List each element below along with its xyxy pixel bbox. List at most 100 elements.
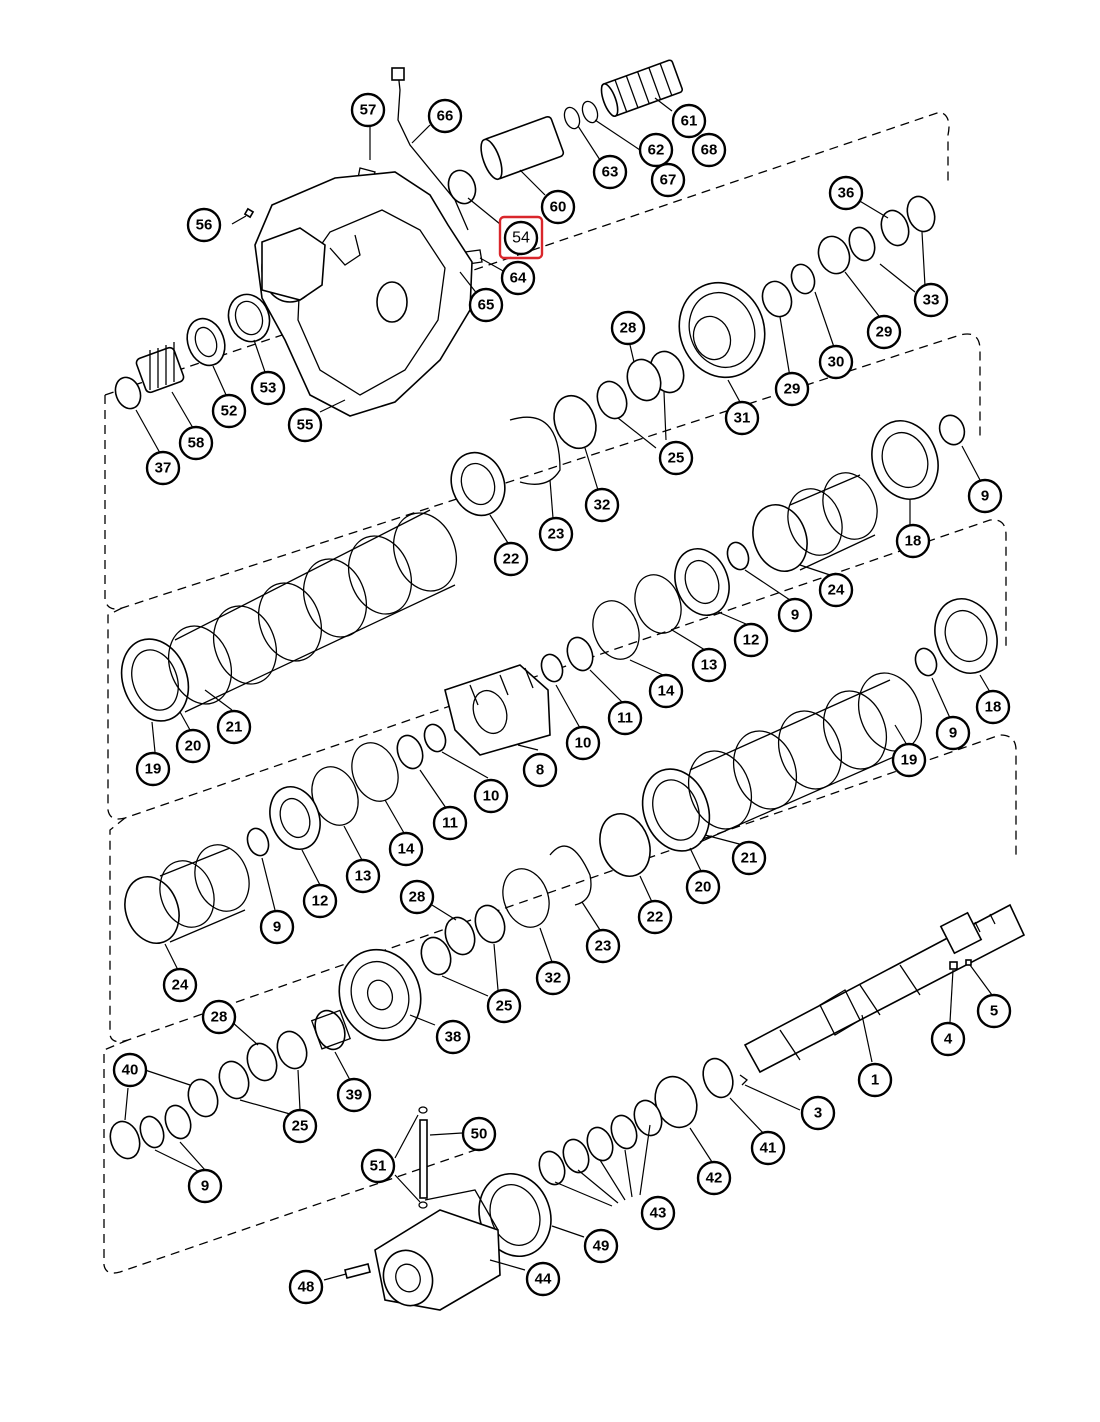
callout-64: 64 <box>500 260 536 296</box>
svg-text:1: 1 <box>871 1072 879 1089</box>
svg-text:32: 32 <box>545 970 562 987</box>
housing-55 <box>254 171 473 417</box>
bearing-52 <box>186 317 226 367</box>
svg-text:48: 48 <box>298 1279 315 1296</box>
callout-52: 52 <box>211 393 247 429</box>
svg-text:66: 66 <box>437 108 454 125</box>
hub-8 <box>444 664 551 756</box>
svg-text:23: 23 <box>548 526 565 543</box>
callout-25-c: 25 <box>282 1108 318 1144</box>
svg-text:9: 9 <box>273 919 281 936</box>
svg-text:14: 14 <box>658 683 675 700</box>
callout-11-a: 11 <box>607 700 643 736</box>
callout-9-c: 9 <box>935 715 971 751</box>
callout-36: 36 <box>828 175 864 211</box>
callout-12-a: 12 <box>733 622 769 658</box>
svg-text:58: 58 <box>188 435 205 452</box>
svg-text:11: 11 <box>442 815 458 832</box>
callout-9-d: 9 <box>259 909 295 945</box>
callout-11-b: 11 <box>432 805 468 841</box>
svg-text:12: 12 <box>743 632 760 649</box>
callout-42: 42 <box>696 1160 732 1196</box>
callout-44: 44 <box>525 1261 561 1297</box>
svg-text:18: 18 <box>985 699 1002 716</box>
svg-text:30: 30 <box>828 354 845 371</box>
callout-32-a: 32 <box>584 487 620 523</box>
callout-13-b: 13 <box>345 858 381 894</box>
callout-5: 5 <box>976 993 1012 1029</box>
svg-text:18: 18 <box>905 533 922 550</box>
callout-25-b: 25 <box>486 988 522 1024</box>
callout-1: 1 <box>857 1062 893 1098</box>
callout-25-a: 25 <box>658 440 694 476</box>
callout-57: 57 <box>350 92 386 128</box>
callout-65: 65 <box>468 287 504 323</box>
svg-text:19: 19 <box>145 761 162 778</box>
callout-9-e: 9 <box>187 1168 223 1204</box>
svg-text:56: 56 <box>196 217 213 234</box>
output-shaft-61 <box>600 59 684 117</box>
callout-30: 30 <box>818 344 854 380</box>
callout-20-a: 20 <box>175 728 211 764</box>
svg-text:24: 24 <box>828 582 845 599</box>
svg-text:29: 29 <box>876 324 893 341</box>
svg-text:40: 40 <box>122 1062 139 1079</box>
callout-bubbles: 57 66 61 68 62 67 63 60 54 64 65 56 36 3… <box>112 92 1012 1305</box>
gear-31 <box>678 281 766 379</box>
svg-text:28: 28 <box>620 320 637 337</box>
svg-text:5: 5 <box>990 1003 998 1020</box>
callout-18-b: 18 <box>975 689 1011 725</box>
svg-text:22: 22 <box>503 551 520 568</box>
svg-text:9: 9 <box>201 1178 209 1195</box>
svg-text:63: 63 <box>602 164 619 181</box>
sleeve-60 <box>480 115 565 181</box>
svg-text:13: 13 <box>355 868 372 885</box>
callout-58: 58 <box>178 425 214 461</box>
svg-text:21: 21 <box>226 719 243 736</box>
svg-text:12: 12 <box>312 893 329 910</box>
svg-text:38: 38 <box>445 1029 462 1046</box>
svg-text:36: 36 <box>838 185 855 202</box>
svg-text:39: 39 <box>346 1087 363 1104</box>
pinion-58 <box>135 342 185 394</box>
callout-9-b: 9 <box>777 597 813 633</box>
callout-29-b: 29 <box>774 371 810 407</box>
svg-text:51: 51 <box>370 1158 387 1175</box>
svg-text:32: 32 <box>594 497 611 514</box>
callout-4: 4 <box>930 1021 966 1057</box>
svg-text:41: 41 <box>760 1140 777 1157</box>
svg-text:68: 68 <box>701 142 718 159</box>
dipstick-tube <box>397 71 469 231</box>
callout-21-a: 21 <box>216 709 252 745</box>
svg-text:54: 54 <box>512 230 530 247</box>
bolt-48 <box>344 1263 371 1279</box>
callout-60: 60 <box>540 189 576 225</box>
svg-text:28: 28 <box>211 1009 228 1026</box>
spring-24-lower <box>124 844 250 944</box>
svg-text:24: 24 <box>172 977 189 994</box>
svg-text:10: 10 <box>575 735 592 752</box>
svg-text:3: 3 <box>814 1105 822 1122</box>
shaft-50 <box>418 1106 428 1209</box>
piston-18-upper <box>871 420 939 500</box>
callout-19-a: 19 <box>135 751 171 787</box>
callout-8: 8 <box>522 752 558 788</box>
highlight-box <box>498 215 544 260</box>
svg-text:19: 19 <box>901 752 918 769</box>
svg-text:33: 33 <box>923 292 940 309</box>
callout-29-a: 29 <box>866 314 902 350</box>
svg-text:31: 31 <box>734 410 751 427</box>
bearing-39 <box>310 1009 351 1051</box>
clutch-pack-lower <box>641 672 922 852</box>
callout-49: 49 <box>583 1228 619 1264</box>
svg-text:37: 37 <box>155 460 172 477</box>
callout-50: 50 <box>461 1116 497 1152</box>
main-shaft-1 <box>743 903 1026 1074</box>
callout-13-a: 13 <box>691 647 727 683</box>
leader-lines <box>124 97 993 1281</box>
callout-53: 53 <box>250 370 286 406</box>
svg-text:42: 42 <box>706 1170 723 1187</box>
svg-text:65: 65 <box>478 297 495 314</box>
callout-61: 61 <box>671 103 707 139</box>
svg-text:52: 52 <box>221 403 238 420</box>
